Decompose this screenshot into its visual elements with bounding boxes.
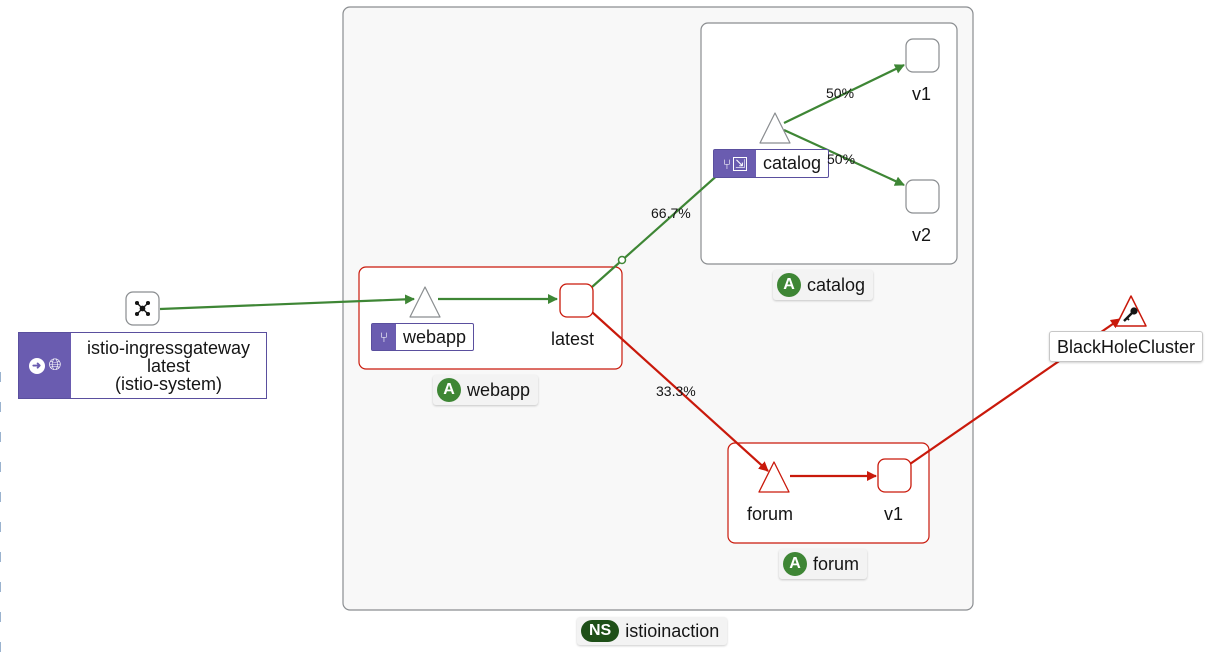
ingress-name: istio-ingressgateway	[86, 337, 251, 358]
webapp-app-label[interactable]: A webapp	[433, 375, 539, 405]
left-edge-tick	[0, 522, 7, 532]
branch-icon: ⑂	[372, 324, 396, 350]
left-edge-tick	[0, 432, 7, 442]
app-badge: A	[437, 378, 461, 402]
webapp-latest-node[interactable]	[559, 283, 594, 318]
edge-ingress-webapp[interactable]	[159, 294, 415, 311]
edge-catalog-v2[interactable]	[783, 129, 905, 186]
namespace-label[interactable]: NS istioinaction	[577, 617, 728, 645]
blackhole-label[interactable]: BlackHoleCluster	[1049, 331, 1204, 362]
network-icon	[134, 300, 151, 317]
catalog-service-label[interactable]: ⑂ ⇲ catalog	[713, 149, 830, 178]
left-edge-tick	[0, 492, 7, 502]
left-edge-tick	[0, 402, 7, 412]
key-icon	[1123, 307, 1138, 322]
catalog-app-label[interactable]: A catalog	[773, 270, 874, 300]
edge-webapp-forum[interactable]	[591, 311, 769, 472]
left-edge-tick	[0, 372, 7, 382]
forum-app-label[interactable]: A forum	[779, 549, 868, 579]
webapp-service-label[interactable]: ⑂ webapp	[371, 323, 475, 351]
left-edge-tick	[0, 582, 7, 592]
app-badge: A	[777, 273, 801, 297]
catalog-v1-label[interactable]: v1	[906, 80, 938, 108]
catalog-v2-node[interactable]	[905, 179, 940, 214]
edge-label-catalog-v2[interactable]: 50%	[827, 151, 856, 167]
ingress-namespace: (istio-system)	[115, 373, 222, 394]
edge-label-forum[interactable]: 33.3%	[656, 383, 696, 399]
left-edge-tick	[0, 642, 7, 652]
arrow-right-circle-icon: ➜	[28, 357, 45, 374]
globe-icon: 🌐︎	[48, 356, 62, 374]
namespace-badge: NS	[581, 620, 620, 642]
edge-catalog-v1[interactable]	[783, 64, 905, 124]
webapp-latest-label[interactable]: latest	[545, 325, 601, 353]
left-edge-tick	[0, 552, 7, 562]
forum-v1-node[interactable]	[877, 458, 912, 493]
ingress-version: latest	[146, 355, 191, 376]
catalog-app-box[interactable]	[700, 22, 958, 265]
catalog-v1-node[interactable]	[905, 38, 940, 73]
ingress-gateway-label[interactable]: ➜ 🌐︎ istio-ingressgateway latest (istio-…	[18, 332, 267, 399]
forum-app-box[interactable]	[727, 442, 930, 544]
left-edge-tick	[0, 612, 7, 622]
edge-webapp-catalog-dot	[617, 255, 627, 265]
catalog-v2-label[interactable]: v2	[906, 221, 938, 249]
ingress-badge: ➜ 🌐︎	[19, 333, 71, 398]
left-edge-tick	[0, 462, 7, 472]
catalog-service-node[interactable]	[759, 112, 791, 144]
webapp-service-node[interactable]	[409, 286, 441, 318]
branch-icon: ⑂	[722, 155, 732, 172]
app-badge: A	[783, 552, 807, 576]
virtual-service-icon: ⇲	[733, 156, 748, 171]
forum-service-node[interactable]	[758, 461, 790, 493]
edge-label-catalog-v1[interactable]: 50%	[826, 85, 855, 101]
webapp-app-box[interactable]	[358, 266, 623, 370]
forum-service-label[interactable]: forum	[741, 500, 800, 528]
edge-webapp-catalog[interactable]	[591, 163, 731, 288]
forum-v1-label[interactable]: v1	[878, 500, 910, 528]
edge-label-catalog[interactable]: 66.7%	[651, 205, 691, 221]
